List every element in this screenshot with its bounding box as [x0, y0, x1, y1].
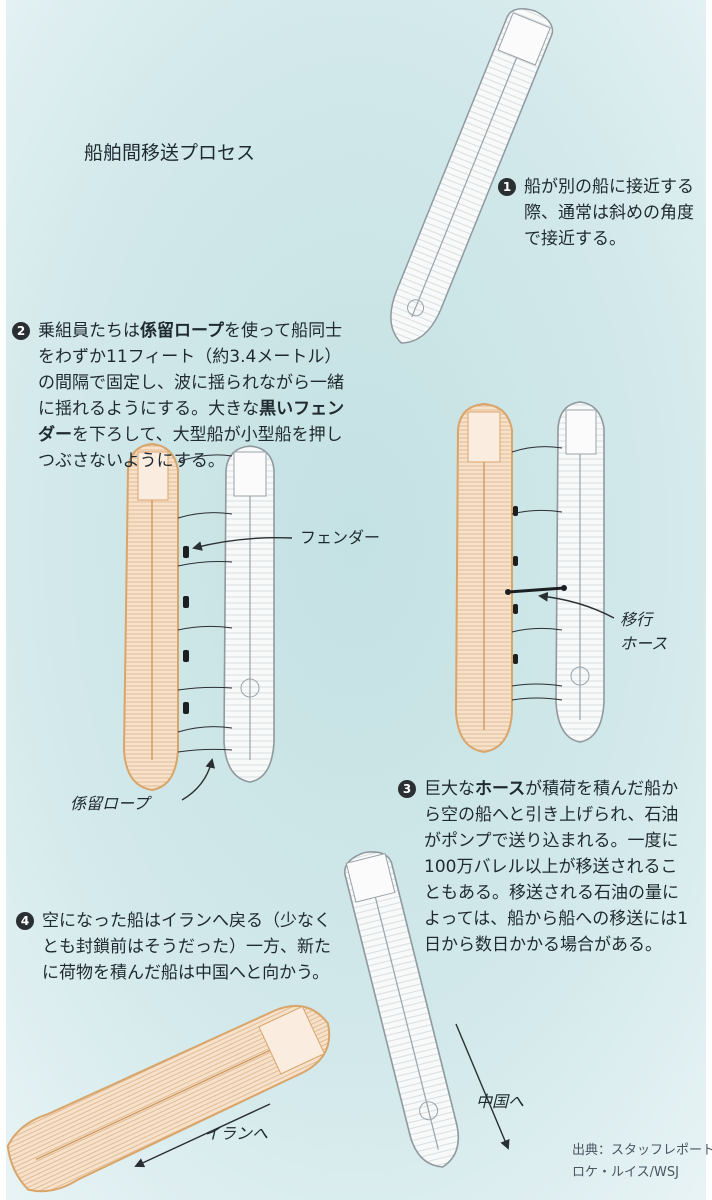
hose-term: ホース — [475, 779, 526, 799]
approaching-empty-ship — [390, 8, 554, 344]
laden-tanker — [122, 442, 179, 792]
transfer-hose-label-line2: ホース — [620, 634, 668, 653]
to-china-label: 中国へ — [476, 1092, 525, 1111]
step-2: 2 乗組員たちは係留ロープを使って船同士をわずか11フィート（約3.4メートル）… — [12, 318, 358, 474]
source-credit: 出典：スタッフレポート ロケ・ルイス/WSJ — [572, 1140, 712, 1184]
empty-tanker — [223, 445, 275, 783]
to-china-arrow — [455, 1023, 510, 1150]
source-line-1: 出典：スタッフレポート — [572, 1143, 712, 1158]
moored-ship-pair — [122, 442, 293, 801]
page-title: 船舶間移送プロセス — [84, 142, 256, 164]
step-text: 船が別の船に接近する際、通常は斜めの角度で接近する。 — [524, 177, 694, 249]
step-number-badge: 1 — [498, 178, 516, 196]
hose-arrow — [538, 591, 615, 619]
hose-transfer-pair — [454, 401, 615, 754]
step-number-badge: 2 — [12, 322, 30, 340]
step-text: 巨大なホースが積荷を積んだ船から空の船へと引き上げられ、石油がポンプで送り込まれ… — [424, 779, 689, 955]
step-3: 3 巨大なホースが積荷を積んだ船から空の船へと引き上げられ、石油がポンプで送り込… — [398, 776, 690, 958]
step-text: 乗組員たちは係留ロープを使って船同士をわずか11フィート（約3.4メートル）の間… — [38, 321, 345, 471]
step-4: 4 空になった船はイランへ戻る（少なくとも封鎖前はそうだった）一方、新たに荷物を… — [16, 908, 338, 986]
mooring-rope-arrow — [181, 758, 216, 801]
transfer-hose-label-line1: 移行 — [620, 610, 653, 629]
source-line-2: ロケ・ルイス/WSJ — [572, 1165, 679, 1180]
fender-label: フェンダー — [300, 528, 381, 547]
to-iran-label: イランへ — [204, 1124, 269, 1143]
black-fender-term: 黒いフェンダー — [38, 399, 345, 445]
departing-laden-ship — [6, 1004, 331, 1193]
departing-empty-ship — [344, 851, 460, 1168]
fenders — [183, 546, 189, 714]
mooring-rope-term: 係留ロープ — [140, 321, 224, 341]
step-1: 1 船が別の船に接近する際、通常は斜めの角度で接近する。 — [498, 174, 702, 252]
step-number-badge: 4 — [16, 912, 34, 930]
mooring-ropes — [177, 454, 233, 753]
step-number-badge: 3 — [398, 780, 416, 798]
to-iran-arrow — [134, 1103, 271, 1168]
transfer-hose — [507, 586, 565, 594]
mooring-rope-label: 係留ロープ — [70, 794, 150, 813]
fender-arrow — [192, 537, 293, 551]
step-text: 空になった船はイランへ戻る（少なくとも封鎖前はそうだった）一方、新たに荷物を積ん… — [42, 911, 331, 983]
